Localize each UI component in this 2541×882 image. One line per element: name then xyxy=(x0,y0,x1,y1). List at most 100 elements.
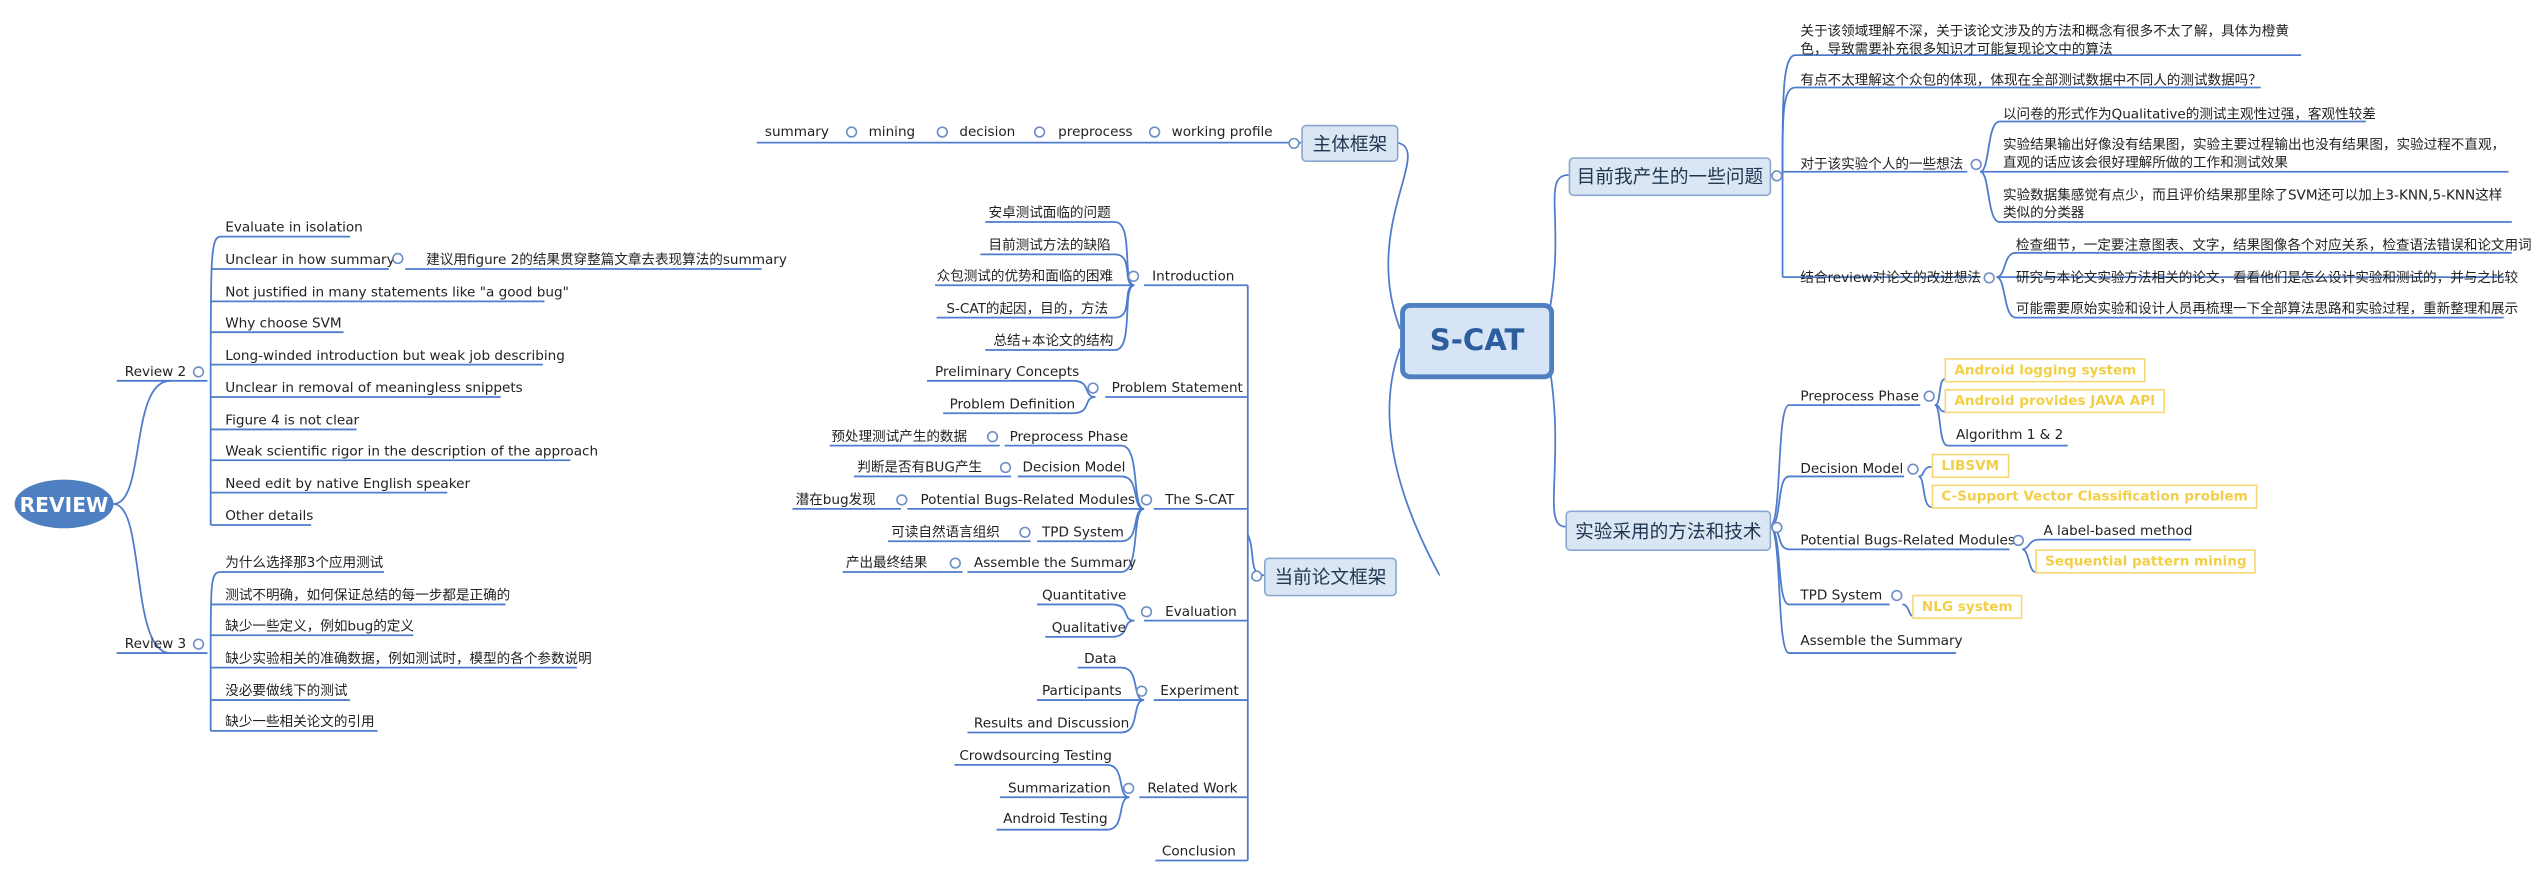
collapse-icon[interactable] xyxy=(999,461,1012,474)
highlight-tag[interactable]: NLG system xyxy=(1912,594,2023,620)
improvement-item[interactable]: 研究与本论文实验方法相关的论文，看看他们是怎么设计实验和测试的，并与之比较 xyxy=(2015,269,2519,286)
highlight-tag[interactable]: C-Support Vector Classification problem xyxy=(1931,484,2258,509)
collapse-icon[interactable] xyxy=(1019,526,1031,539)
method-preprocess[interactable]: Preprocess Phase xyxy=(1800,387,1919,404)
evaluation-item[interactable]: Qualitative xyxy=(1051,619,1126,636)
review2-item[interactable]: Long-winded introduction but weak job de… xyxy=(225,346,565,363)
collapse-icon[interactable] xyxy=(949,557,961,569)
highlight-tag[interactable]: Android provides JAVA API xyxy=(1944,388,2165,414)
chain-item[interactable]: decision xyxy=(959,123,1016,140)
methods-node[interactable]: 实验采用的方法和技术 xyxy=(1565,510,1772,551)
review3-node[interactable]: Review 3 xyxy=(124,635,187,652)
root-node[interactable]: S-CAT xyxy=(1400,303,1555,380)
review3-item[interactable]: 缺少一些定义，例如bug的定义 xyxy=(225,617,414,634)
collapse-icon[interactable] xyxy=(392,252,404,265)
collapse-icon[interactable] xyxy=(1983,272,1995,284)
method-item[interactable]: A label-based method xyxy=(2043,521,2193,539)
method-decision[interactable]: Decision Model xyxy=(1800,460,1904,477)
highlight-tag[interactable]: Android logging system xyxy=(1944,358,2147,383)
review3-item[interactable]: 测试不明确，如何保证总结的每一步都是正确的 xyxy=(225,586,511,603)
method-item[interactable]: Algorithm 1 & 2 xyxy=(1955,426,2064,443)
intro-item[interactable]: S-CAT的起因，目的，方法 xyxy=(946,299,1109,316)
scat-item[interactable]: Assemble the Summary xyxy=(973,554,1137,571)
question-2[interactable]: 有点不太理解这个众包的体现，体现在全部测试数据中不同人的测试数据吗？ xyxy=(1800,71,2262,88)
collapse-icon[interactable] xyxy=(1907,463,1919,475)
review2-item[interactable]: Need edit by native English speaker xyxy=(225,474,471,492)
intro-item[interactable]: 安卓测试面临的问题 xyxy=(988,204,1111,221)
main-frame-node[interactable]: 主体框架 xyxy=(1301,124,1399,163)
section-introduction[interactable]: Introduction xyxy=(1152,267,1235,284)
collapse-icon[interactable] xyxy=(1970,158,1982,171)
related-item[interactable]: Crowdsourcing Testing xyxy=(959,747,1112,764)
scat-note[interactable]: 预处理测试产生的数据 xyxy=(831,427,968,445)
intro-item[interactable]: 总结+本论文的结构 xyxy=(993,332,1114,349)
scat-item[interactable]: Preprocess Phase xyxy=(1009,427,1129,445)
review2-note[interactable]: 建议用figure 2的结果贯穿整篇文章去表现算法的summary xyxy=(426,251,787,268)
collapse-icon[interactable] xyxy=(986,431,999,443)
collapse-icon[interactable] xyxy=(1771,170,1783,182)
collapse-icon[interactable] xyxy=(1127,270,1140,282)
method-assemble[interactable]: Assemble the Summary xyxy=(1800,631,1963,649)
scat-note[interactable]: 潜在bug发现 xyxy=(795,491,876,508)
question-3[interactable]: 对于该实验个人的一些想法 xyxy=(1800,155,1964,172)
review3-item[interactable]: 缺少实验相关的准确数据，例如测试时，模型的各个参数说明 xyxy=(225,649,592,667)
collapse-icon[interactable] xyxy=(1123,782,1135,795)
scat-note[interactable]: 判断是否有BUG产生 xyxy=(857,458,983,475)
section-evaluation[interactable]: Evaluation xyxy=(1165,602,1237,620)
collapse-icon[interactable] xyxy=(1288,137,1300,150)
method-potential[interactable]: Potential Bugs-Related Modules xyxy=(1800,531,2015,548)
review-node[interactable]: REVIEW xyxy=(14,479,114,529)
scat-item[interactable]: Decision Model xyxy=(1022,458,1126,475)
section-problem-statement[interactable]: Problem Statement xyxy=(1111,379,1243,396)
review2-item[interactable]: Other details xyxy=(225,507,314,524)
intro-item[interactable]: 众包测试的优势和面临的困难 xyxy=(936,267,1114,284)
method-tpd[interactable]: TPD System xyxy=(1800,586,1883,603)
chain-item[interactable]: working profile xyxy=(1171,123,1273,140)
review2-node[interactable]: Review 2 xyxy=(124,362,187,380)
review3-item[interactable]: 为什么选择那3个应用测试 xyxy=(225,554,384,571)
evaluation-item[interactable]: Quantitative xyxy=(1041,586,1127,603)
highlight-tag[interactable]: LIBSVM xyxy=(1931,453,2009,479)
review2-item[interactable]: Evaluate in isolation xyxy=(225,218,363,235)
intro-item[interactable]: 目前测试方法的缺陷 xyxy=(988,236,1111,253)
chain-item[interactable]: preprocess xyxy=(1058,123,1133,140)
section-conclusion[interactable]: Conclusion xyxy=(1161,842,1236,859)
improvement-item[interactable]: 检查细节，一定要注意图表、文字，结果图像各个对应关系，检查语法错误和论文用词 xyxy=(2015,236,2532,253)
collapse-icon[interactable] xyxy=(1135,685,1148,697)
highlight-tag[interactable]: Sequential pattern mining xyxy=(2035,549,2257,574)
section-related-work[interactable]: Related Work xyxy=(1147,779,1238,796)
problem-item[interactable]: Problem Definition xyxy=(949,395,1076,412)
scat-note[interactable]: 产出最终结果 xyxy=(845,554,928,571)
idea-item[interactable]: 实验数据集感觉有点少，而且评价结果那里除了SVM还可以加上3-KNN,5-KNN… xyxy=(2002,186,2503,220)
scat-item[interactable]: TPD System xyxy=(1041,523,1124,540)
collapse-icon[interactable] xyxy=(192,638,205,650)
collapse-icon[interactable] xyxy=(1140,494,1153,506)
improvement-item[interactable]: 可能需要原始实验和设计人员再梳理一下全部算法思路和实验过程，重新整理和展示 xyxy=(2015,299,2519,316)
collapse-icon[interactable] xyxy=(1087,382,1099,394)
experiment-item[interactable]: Participants xyxy=(1041,682,1122,699)
questions-node[interactable]: 目前我产生的一些问题 xyxy=(1568,157,1772,197)
collapse-icon[interactable] xyxy=(896,494,908,506)
review2-item[interactable]: Figure 4 is not clear xyxy=(225,411,360,428)
collapse-icon[interactable] xyxy=(192,366,205,378)
review2-item[interactable]: Unclear in removal of meaningless snippe… xyxy=(225,379,523,396)
section-experiment[interactable]: Experiment xyxy=(1160,682,1239,699)
chain-item[interactable]: summary xyxy=(764,123,829,140)
review2-item[interactable]: Unclear in how summary xyxy=(225,251,395,268)
review2-item[interactable]: Not justified in many statements like "a… xyxy=(225,283,569,300)
scat-note[interactable]: 可读自然语言组织 xyxy=(891,523,1000,540)
scat-item[interactable]: Potential Bugs-Related Modules xyxy=(920,491,1136,508)
question-1[interactable]: 关于该领域理解不深，关于该论文涉及的方法和概念有很多不太了解，具体为橙黄色，导致… xyxy=(1800,22,2289,56)
chain-item[interactable]: mining xyxy=(868,123,916,140)
review2-item[interactable]: Weak scientific rigor in the description… xyxy=(225,442,599,459)
idea-item[interactable]: 实验结果输出好像没有结果图，实验主要过程输出也没有结果图，实验过程不直观，直观的… xyxy=(2002,136,2506,170)
question-4[interactable]: 结合review对论文的改进想法 xyxy=(1800,269,1981,286)
collapse-icon[interactable] xyxy=(1033,126,1046,138)
review3-item[interactable]: 缺少一些相关论文的引用 xyxy=(225,713,375,730)
current-frame-node[interactable]: 当前论文框架 xyxy=(1263,557,1397,597)
review3-item[interactable]: 没必要做线下的测试 xyxy=(225,682,348,699)
collapse-icon[interactable] xyxy=(1148,126,1161,138)
problem-item[interactable]: Preliminary Concepts xyxy=(935,362,1080,380)
review2-item[interactable]: Why choose SVM xyxy=(225,314,342,331)
related-item[interactable]: Summarization xyxy=(1007,779,1111,796)
